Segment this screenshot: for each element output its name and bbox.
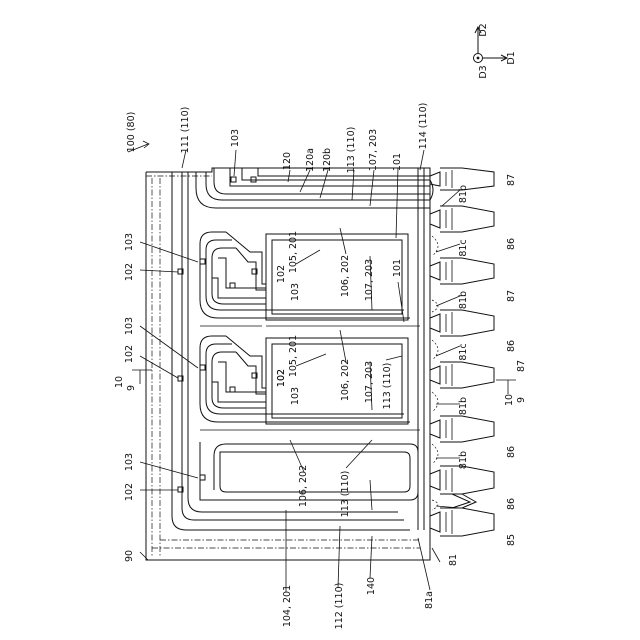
label-111-110: 111 (110) — [180, 107, 191, 154]
label-114-110: 114 (110) — [418, 103, 429, 150]
label-105-201-mid: 105, 201 — [288, 335, 299, 377]
label-103-mid-region: 103 — [290, 387, 301, 405]
pad-103-r1b — [200, 259, 205, 264]
label-101-top: 101 — [392, 153, 403, 171]
label-103-lower: 103 — [124, 453, 135, 471]
label-81b-c: 81b — [458, 397, 469, 415]
right-wall — [418, 168, 433, 560]
labels: 100 (80) 111 (110) 103 120 120a 120b 113… — [114, 103, 527, 630]
label-103-top: 103 — [230, 129, 241, 147]
label-86-d: 86 — [506, 498, 517, 510]
label-81b-b: 81b — [458, 291, 469, 309]
label-81b-d: 81b — [458, 451, 469, 469]
label-100-80: 100 (80) — [126, 112, 137, 153]
label-87-c: 87 — [516, 360, 527, 372]
label-102-mid-region: 102 — [276, 369, 287, 387]
label-86-c: 86 — [506, 446, 517, 458]
pad-103-top — [231, 177, 236, 182]
section-markers — [132, 370, 516, 394]
d1-label: D1 — [506, 51, 517, 64]
label-86-a: 86 — [506, 238, 517, 250]
label-113-110-mid: 113 (110) — [382, 363, 393, 410]
label-120b: 120b — [322, 148, 333, 172]
label-86-b: 86 — [506, 340, 517, 352]
label-81c-b: 81c — [458, 343, 469, 360]
d3-axis-dot — [477, 57, 480, 60]
label-113-110-lower: 113 (110) — [340, 471, 351, 518]
label-87-a: 87 — [506, 174, 517, 186]
label-102-mid: 102 — [124, 345, 135, 363]
label-112-110: 112 (110) — [334, 583, 345, 630]
label-9-left: 9 — [126, 385, 137, 391]
label-120a: 120a — [305, 148, 316, 172]
label-81b-a: 81b — [458, 185, 469, 203]
label-105-201-upper: 105, 201 — [288, 231, 299, 273]
pad-103-r2b — [200, 365, 205, 370]
label-106-202-lower: 106, 202 — [298, 465, 309, 507]
label-85: 85 — [506, 534, 517, 546]
label-120: 120 — [282, 152, 293, 170]
label-106-202-mid: 106, 202 — [340, 359, 351, 401]
label-87-b: 87 — [506, 290, 517, 302]
d2-label: D2 — [478, 23, 489, 36]
axis-indicator: D2 D1 D3 — [474, 23, 518, 78]
label-103-region1: 103 — [290, 283, 301, 301]
pad-103-r2 — [230, 387, 235, 392]
label-102-region1: 102 — [276, 265, 287, 283]
label-106-202-upper: 106, 202 — [340, 255, 351, 297]
label-140: 140 — [366, 577, 377, 595]
label-81c-a: 81c — [458, 239, 469, 256]
label-101-upper: 101 — [392, 259, 403, 277]
label-107-203-upper: 107, 203 — [364, 259, 375, 301]
resistor-region-1 — [178, 232, 420, 326]
wiring-120 — [196, 168, 430, 208]
d3-label: D3 — [478, 65, 489, 78]
label-102-lower: 102 — [124, 483, 135, 501]
pad-103-r1 — [230, 283, 235, 288]
label-81: 81 — [448, 554, 459, 566]
label-10-right: 10 — [504, 394, 515, 406]
pad-103-r3 — [200, 475, 205, 480]
label-10-left: 10 — [114, 376, 125, 388]
label-9-right: 9 — [516, 397, 527, 403]
label-104-201: 104, 201 — [282, 585, 293, 627]
label-107-203-top: 107, 203 — [368, 129, 379, 171]
label-103-mid: 103 — [124, 317, 135, 335]
label-90: 90 — [124, 550, 135, 562]
label-103-upper: 103 — [124, 233, 135, 251]
label-107-203-mid: 107, 203 — [364, 361, 375, 403]
label-113-110-top: 113 (110) — [346, 127, 357, 174]
label-81a: 81a — [424, 591, 435, 609]
label-102-upper: 102 — [124, 263, 135, 281]
